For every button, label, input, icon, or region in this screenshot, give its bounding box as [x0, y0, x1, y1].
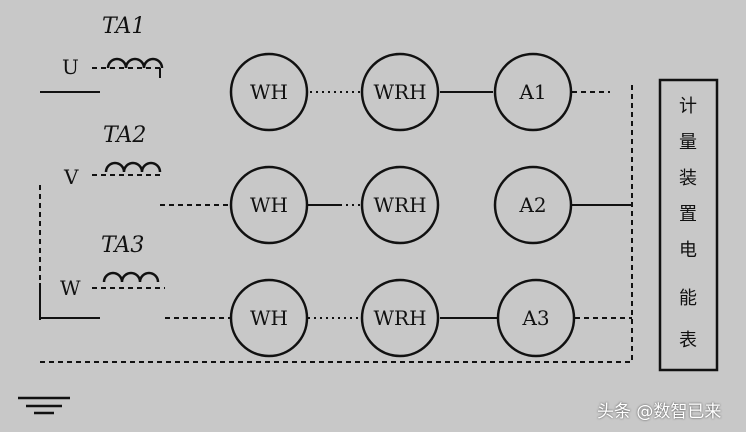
- ammeter-2: [493, 165, 573, 245]
- panel-char-4: 置: [679, 204, 697, 225]
- wh-meter-3-label: WH: [250, 306, 288, 330]
- row-3-wires: [39, 283, 632, 363]
- wrh-meter-3-label: WRH: [373, 306, 426, 330]
- ammeter-1: [493, 52, 573, 132]
- row-1-wires: [40, 67, 633, 360]
- panel-char-3: 装: [679, 168, 697, 189]
- wrh-meter-2-label: WRH: [373, 193, 426, 217]
- terminal-panel: [658, 78, 719, 372]
- wrh-meter-1-label: WRH: [373, 80, 426, 104]
- panel-char-6: 能: [679, 288, 697, 309]
- wh-meter-3: [229, 278, 309, 358]
- ground-icon: [18, 396, 70, 415]
- phase-v-label: V: [63, 165, 79, 189]
- panel-char-1: 计: [679, 96, 697, 117]
- wh-meter-2: [229, 165, 309, 245]
- wh-meter-1-label: WH: [250, 80, 288, 104]
- wrh-meter-1: [360, 52, 440, 132]
- ammeter-1-label: A1: [518, 80, 546, 104]
- wh-meter-1: [229, 52, 309, 132]
- ammeter-3: [496, 278, 576, 358]
- panel-char-5: 电: [679, 240, 697, 261]
- panel-char-7: 表: [679, 330, 697, 351]
- ta3-label: TA3: [101, 233, 144, 258]
- ta2-coil-icon: [104, 161, 162, 173]
- ta1-label: TA1: [102, 14, 145, 39]
- ammeter-2-label: A2: [518, 193, 546, 217]
- ta2-label: TA2: [103, 123, 146, 148]
- phase-u-label: U: [62, 55, 79, 79]
- wrh-meter-2: [360, 165, 440, 245]
- ta1-coil-icon: [106, 57, 164, 69]
- phase-w-label: W: [60, 276, 81, 300]
- wh-meter-2-label: WH: [250, 193, 288, 217]
- panel-text-column: 计 量 装 置 电 能 表: [679, 96, 697, 351]
- wrh-meter-3: [360, 278, 440, 358]
- watermark: 头条 @数智已来: [597, 402, 722, 422]
- ta3-coil-icon: [102, 271, 160, 283]
- panel-char-2: 量: [679, 132, 697, 153]
- ammeter-3-label: A3: [521, 306, 549, 330]
